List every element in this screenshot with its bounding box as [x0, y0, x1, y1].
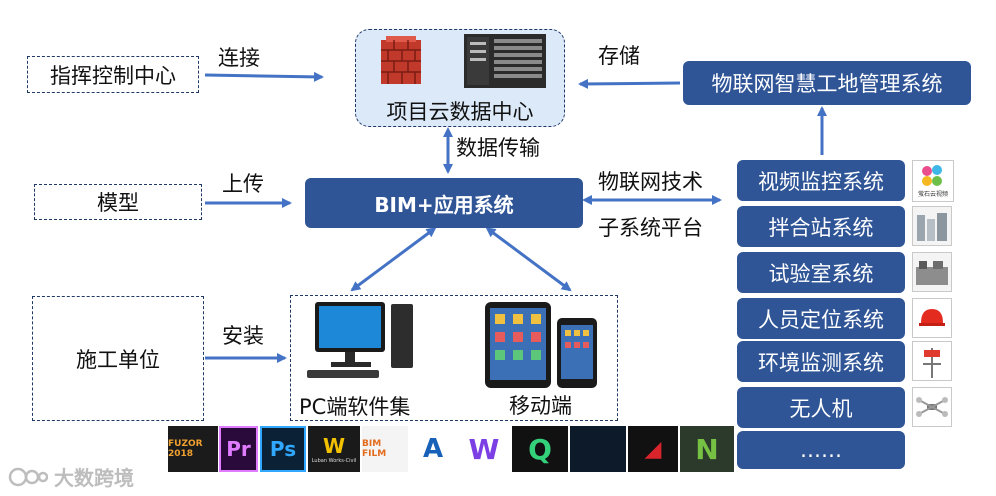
mixing-plant-icon: [917, 213, 947, 241]
server-icon: [464, 34, 546, 88]
smartphone-icon: [557, 318, 597, 388]
mixing-station-thumbnail: [912, 206, 952, 246]
software-tile-label: Q: [528, 432, 552, 466]
data-transfer-label: 数据传输: [456, 136, 540, 160]
subsystem-label: 人员定位系统: [758, 307, 884, 332]
mobile-label: 移动端: [509, 394, 572, 418]
arrow-bim-mobile: [485, 227, 572, 292]
watermark-logo-icon: [8, 467, 48, 486]
software-tile-label: Pr: [226, 437, 251, 461]
subsystem-label: 试验室系统: [768, 261, 874, 286]
tablet-icon: [485, 302, 551, 388]
subsystem-label: ……: [800, 438, 842, 462]
laboratory-thumbnail: [912, 252, 952, 292]
storage-label: 存储: [598, 44, 640, 68]
subsystem-more[interactable]: ……: [737, 431, 905, 469]
software-tile-label: ◢: [644, 436, 662, 462]
drone-icon: [916, 397, 948, 417]
software-tile-label: W: [322, 434, 346, 458]
video-monitoring-thumbnail: 萤石云视频: [912, 160, 954, 202]
upload-label: 上传: [222, 172, 264, 196]
model-label: 模型: [97, 191, 139, 215]
desktop-computer-icon: [307, 302, 413, 378]
video-thumb-caption: 萤石云视频: [917, 191, 948, 198]
construction-unit-label: 施工单位: [76, 347, 160, 372]
construction-unit-box: 施工单位: [32, 296, 204, 421]
model-box: 模型: [34, 184, 202, 220]
safety-helmet-icon: [919, 309, 945, 326]
devices-group-box: PC端软件集 移动端: [290, 295, 618, 421]
cloud-data-center-box: 项目云数据中心: [355, 29, 565, 127]
software-tile-label: FUZOR 2018: [168, 439, 203, 459]
watermark: 大数跨境: [8, 462, 134, 491]
software-tile-w-app[interactable]: W: [458, 426, 510, 472]
arrow-bim-pc: [350, 227, 437, 292]
connect-label: 连接: [218, 46, 260, 70]
software-tile-caption: Luban Works-Civil: [311, 458, 357, 464]
software-tile-label: A: [422, 434, 444, 464]
software-tile-dark-app[interactable]: [570, 426, 626, 472]
cloud-data-center-label: 项目云数据中心: [386, 100, 534, 124]
personnel-location-thumbnail: [912, 298, 952, 338]
software-tile-fuzor[interactable]: FUZOR 2018: [168, 426, 218, 472]
subsystem-personnel-location[interactable]: 人员定位系统: [737, 298, 905, 339]
software-tile-red-app[interactable]: ◢: [628, 426, 678, 472]
software-tile-label: W: [468, 432, 500, 466]
install-label: 安装: [222, 324, 264, 348]
software-tile-label: Ps: [269, 437, 297, 461]
subsystem-laboratory[interactable]: 试验室系统: [737, 252, 905, 293]
software-tile-luban-works[interactable]: W Luban Works-Civil: [308, 426, 360, 472]
ezviz-logo-icon: [922, 165, 942, 186]
software-tile-label: N: [695, 432, 719, 466]
software-tile-navisworks[interactable]: N: [680, 426, 734, 472]
subsystem-label: 拌合站系统: [768, 215, 874, 240]
software-tile-premiere[interactable]: Pr: [219, 426, 258, 472]
software-tile-bim-film[interactable]: BIM FILM: [362, 426, 408, 472]
firewall-icon: [381, 36, 421, 84]
subsystem-label: 环境监测系统: [758, 350, 884, 375]
software-tile-revit[interactable]: A: [410, 426, 456, 472]
drone-thumbnail: [912, 387, 952, 427]
iot-technology-label: 物联网技术: [598, 170, 703, 194]
bim-application-system[interactable]: BIM+应用系统: [305, 178, 583, 228]
pc-software-label: PC端软件集: [299, 395, 411, 419]
subsystem-video-monitoring[interactable]: 视频监控系统: [737, 160, 905, 201]
software-tile-photoshop[interactable]: Ps: [260, 426, 306, 472]
watermark-text: 大数跨境: [54, 466, 134, 490]
subsystem-mixing-station[interactable]: 拌合站系统: [737, 206, 905, 247]
lab-equipment-icon: [916, 261, 948, 285]
software-tile-label: BIM FILM: [362, 439, 387, 459]
arrow-command-to-cloud: [204, 71, 324, 82]
subsystem-drone[interactable]: 无人机: [737, 387, 905, 428]
monitoring-station-icon: [923, 348, 941, 378]
command-center-box: 指挥控制中心: [27, 56, 199, 93]
iot-management-system[interactable]: 物联网智慧工地管理系统: [683, 61, 971, 105]
subsystem-label: 无人机: [789, 396, 853, 421]
environment-monitoring-thumbnail: [912, 341, 952, 381]
subsystem-label: 视频监控系统: [758, 169, 884, 194]
subsystem-platform-label: 子系统平台: [598, 216, 703, 240]
command-center-label: 指挥控制中心: [50, 63, 176, 88]
arrow-iot-to-cloud: [578, 78, 681, 89]
subsystem-environment-monitoring[interactable]: 环境监测系统: [737, 341, 905, 382]
bim-application-system-label: BIM+应用系统: [374, 192, 514, 217]
iot-management-label: 物联网智慧工地管理系统: [711, 72, 943, 96]
software-tile-q-app[interactable]: Q: [512, 426, 568, 472]
